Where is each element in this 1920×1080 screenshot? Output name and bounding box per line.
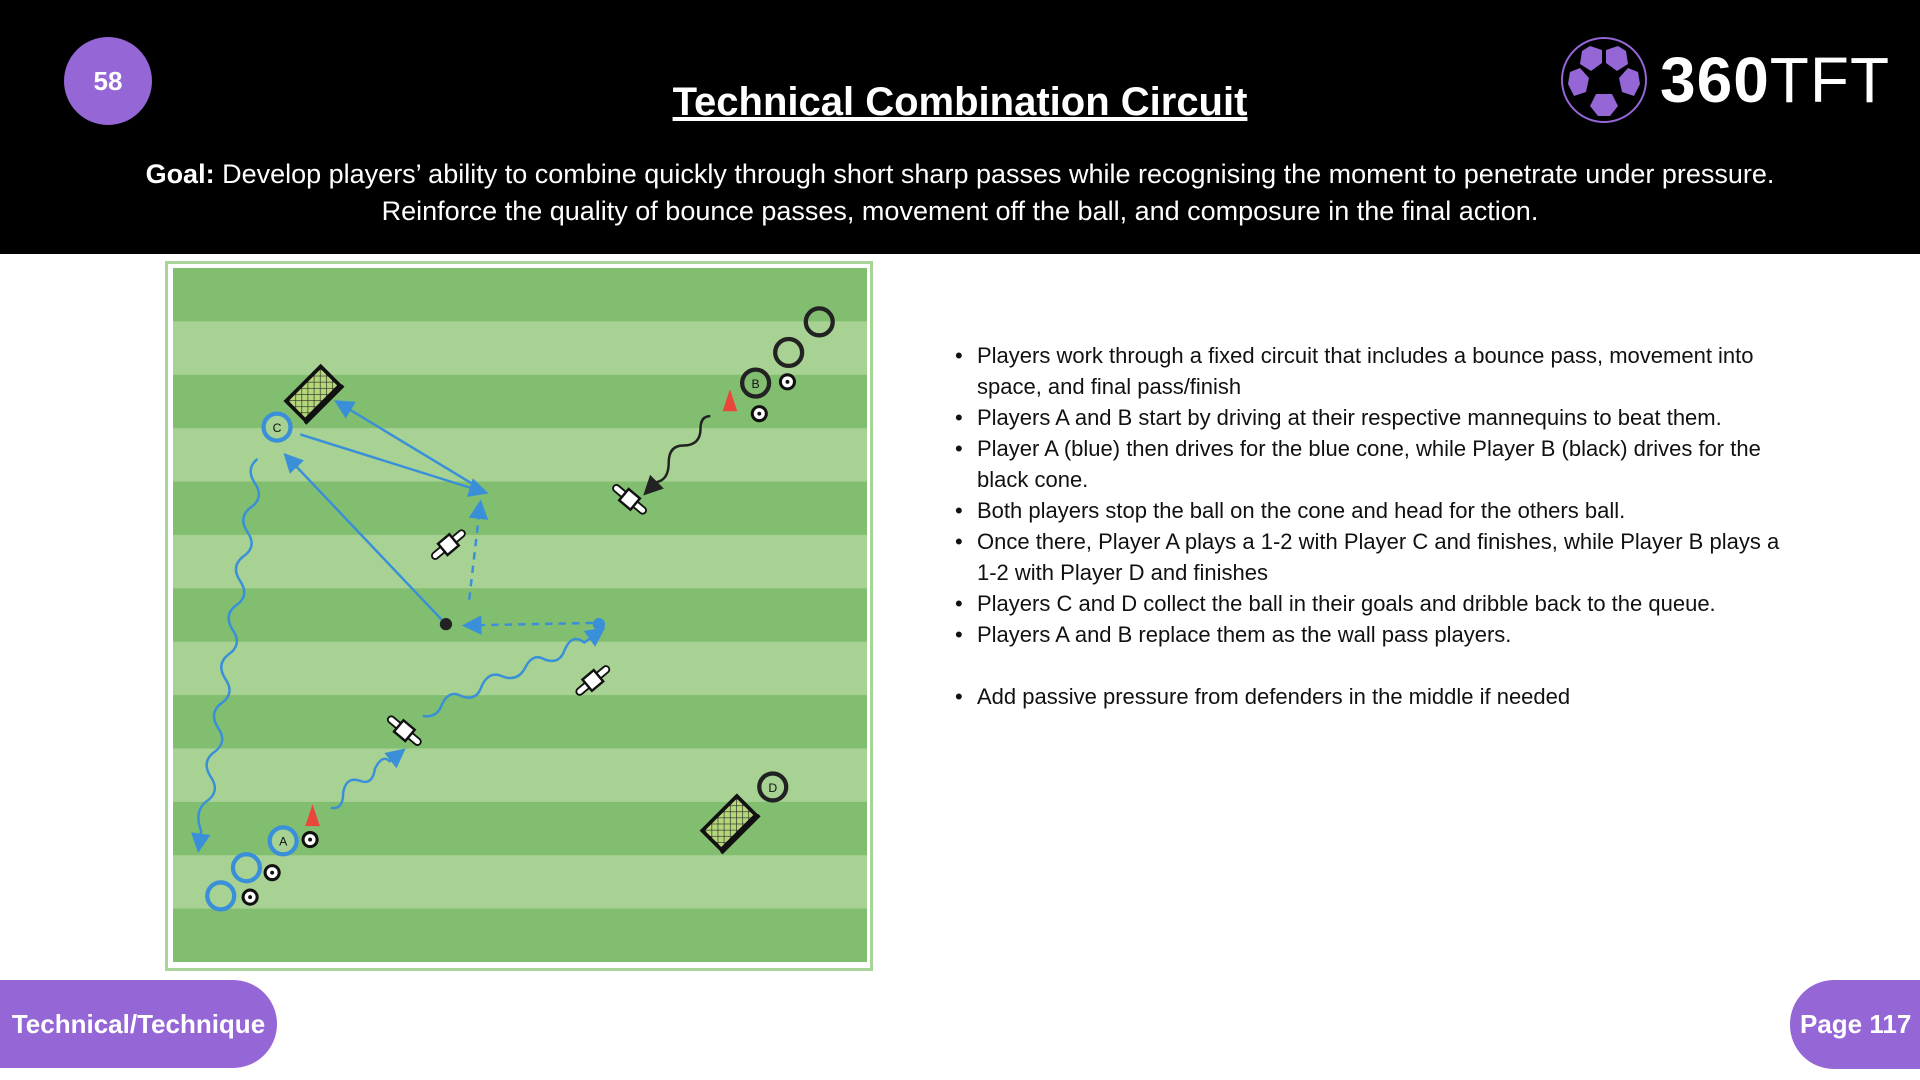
header: 58 Technical Combination Circuit Goal: D… xyxy=(0,0,1920,254)
dribble-path xyxy=(643,414,711,496)
logo-text: 360TFT xyxy=(1660,44,1891,116)
page-number: Page 117 xyxy=(1790,980,1920,1069)
pitch-stripe xyxy=(173,481,867,536)
instructions: Players work through a fixed circuit tha… xyxy=(955,340,1795,712)
pitch-stripe xyxy=(173,588,867,643)
black-cone-marker xyxy=(439,618,453,631)
pitch-stripe xyxy=(173,268,867,322)
player-queue-blue xyxy=(205,880,237,912)
goal-icon xyxy=(699,793,761,855)
pitch-stripe xyxy=(173,641,867,696)
category-tag: Technical/Technique xyxy=(0,980,277,1068)
player-queue-blue xyxy=(230,852,263,884)
cone-icon xyxy=(722,389,738,412)
dribble-path xyxy=(191,457,261,854)
blue-cone-marker xyxy=(592,618,606,631)
goal-line-2: Reinforce the quality of bounce passes, … xyxy=(381,196,1539,226)
svg-text:C: C xyxy=(273,421,282,435)
pass-arrow xyxy=(334,400,479,489)
ball-icon xyxy=(263,864,281,882)
dribble-path xyxy=(422,627,606,718)
ball-icon xyxy=(750,405,768,423)
ball-icon xyxy=(301,831,319,849)
instruction-item: Player A (blue) then drives for the blue… xyxy=(955,433,1795,495)
instruction-item: Players work through a fixed circuit tha… xyxy=(955,340,1795,402)
pitch-stripe xyxy=(173,908,867,962)
svg-text:B: B xyxy=(752,377,760,391)
pitch-stripe xyxy=(173,321,867,376)
pitch-stripe xyxy=(173,855,867,910)
pitch-stripes xyxy=(173,268,867,962)
svg-text:A: A xyxy=(279,835,288,849)
instruction-item: Once there, Player A plays a 1-2 with Pl… xyxy=(955,526,1795,588)
instruction-item: Players A and B replace them as the wall… xyxy=(955,619,1795,650)
instruction-item: Add passive pressure from defenders in t… xyxy=(955,681,1795,712)
drill-diagram: A C B D xyxy=(173,268,867,962)
pass-arrow xyxy=(299,433,489,497)
logo: 360TFT xyxy=(1560,36,1890,124)
player-queue-black xyxy=(773,336,805,369)
ball-icon xyxy=(778,373,797,391)
page-title: Technical Combination Circuit xyxy=(672,80,1248,124)
pitch-stripe xyxy=(173,748,867,803)
goal-text: Goal: Develop players’ ability to combin… xyxy=(100,156,1820,230)
player-d: D xyxy=(757,771,789,803)
player-a: A xyxy=(267,825,299,857)
cone-icon xyxy=(305,804,320,827)
pitch-stripe xyxy=(173,695,867,750)
goal-icon xyxy=(283,363,345,425)
instruction-item: Players A and B start by driving at thei… xyxy=(955,402,1795,433)
instruction-item: Both players stop the ball on the cone a… xyxy=(955,495,1795,526)
svg-text:D: D xyxy=(768,781,777,795)
goal-line-1: Develop players’ ability to combine quic… xyxy=(214,159,1775,189)
pitch-stripe xyxy=(173,534,867,589)
goal-label: Goal: xyxy=(145,159,215,189)
dribble-path xyxy=(330,748,406,810)
soccer-ball-icon xyxy=(1561,37,1647,123)
player-queue-black xyxy=(803,306,835,338)
player-b: B xyxy=(740,367,772,399)
run-arrow-dashed xyxy=(467,499,489,600)
ball-icon xyxy=(241,888,259,906)
session-number-badge: 58 xyxy=(64,37,152,125)
pass-arrow xyxy=(283,452,447,626)
instruction-item: Players C and D collect the ball in thei… xyxy=(955,588,1795,619)
player-c: C xyxy=(261,411,293,443)
